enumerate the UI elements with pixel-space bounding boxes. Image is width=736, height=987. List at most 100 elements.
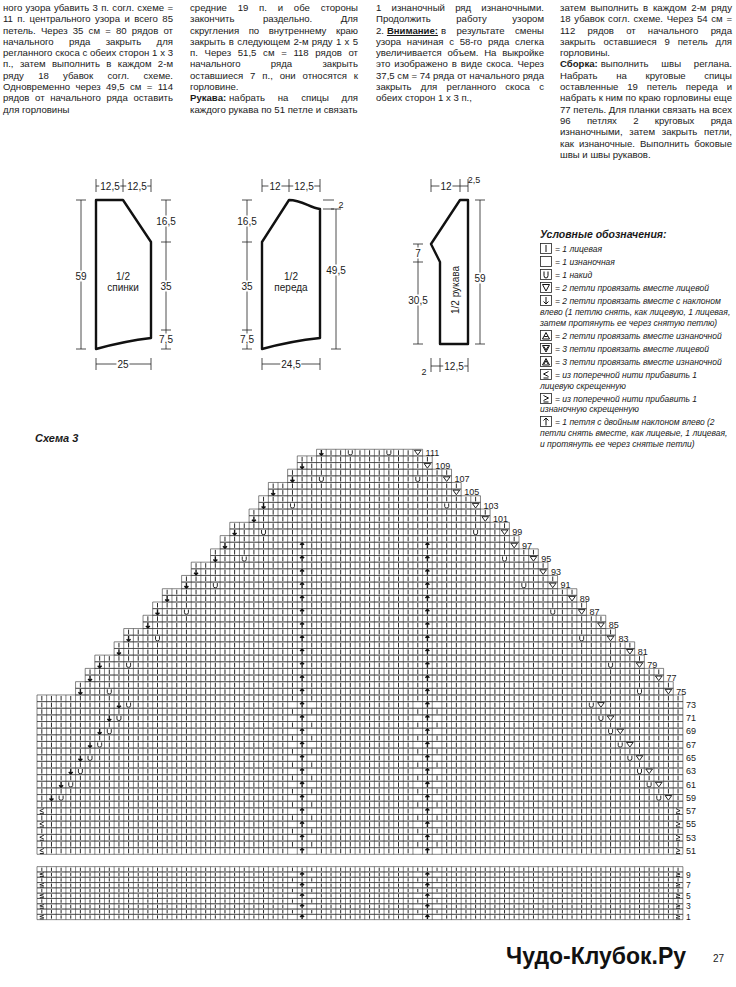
- dim-line: [96, 179, 151, 192]
- knitting-chart: [37, 449, 683, 919]
- row-number: 105: [464, 488, 479, 497]
- row-number: 77: [667, 674, 677, 683]
- legend-text: = из поперечной нити прибавить 1 лицевую…: [540, 370, 697, 391]
- legend-item: = из поперечной нити прибавить 1 лицевую…: [540, 369, 732, 391]
- legend-symbol: [540, 282, 552, 293]
- legend-text: = 2 петли провязать вместе лицевой: [555, 283, 709, 293]
- legend-text: = 2 петли провязать вместе с наклоном вл…: [540, 296, 730, 327]
- body-text: ного узора убавить 3 п. согл. схеме = 11…: [3, 2, 173, 115]
- row-number: 9: [686, 870, 691, 879]
- dimension-lines: [76, 179, 485, 372]
- row-number: 53: [686, 833, 696, 842]
- legend-title: Условные обозначения:: [540, 228, 732, 241]
- legend-symbol: [540, 295, 552, 306]
- text-column: средние 19 п. и обе стороны закончить ра…: [190, 2, 358, 115]
- symbol-glyph: [543, 332, 550, 339]
- dimension: 12,5: [126, 181, 147, 192]
- legend-item: = из поперечной нити прибавить 1 изнаноч…: [540, 393, 732, 415]
- legend-symbol: [540, 256, 552, 267]
- row-number: 65: [686, 754, 696, 763]
- row-number: 101: [493, 515, 508, 524]
- legend-text: = 1 лицевая: [555, 244, 602, 254]
- dimension: 12: [268, 181, 281, 192]
- dimension: 16,5: [155, 216, 176, 227]
- back-piece: [96, 200, 151, 349]
- dimension: 12: [439, 181, 452, 192]
- symbol-cell: [541, 356, 552, 366]
- dimension: 2,5: [467, 175, 482, 186]
- dimension: 7,5: [239, 334, 255, 345]
- symbol-cell: [541, 283, 552, 293]
- dimension: 2: [420, 367, 427, 378]
- row-number: 81: [638, 647, 648, 656]
- symbol-glyph: [544, 395, 549, 402]
- legend-text: = 2 петли провязать вместе изнаночной: [555, 331, 722, 341]
- legend-text: = 1 петля с двойным наклоном влево (2 пе…: [540, 417, 727, 448]
- row-number: 97: [522, 541, 532, 550]
- symbol-cell: [541, 343, 552, 353]
- dimension: 12,5: [443, 361, 464, 372]
- piece-name: 1/2 переда: [267, 271, 315, 293]
- row-number: 71: [686, 714, 696, 723]
- symbol-glyph: [543, 345, 550, 352]
- row-number: 69: [686, 727, 696, 736]
- paragraph: 1 изнаночный ряд изнаночными. Продолжить…: [376, 2, 544, 104]
- dim-line: [262, 179, 320, 192]
- row-number: 87: [589, 607, 599, 616]
- paragraph: Рукава:набрать на спицы для каждого рука…: [190, 92, 358, 115]
- symbol-glyph: [544, 297, 549, 304]
- row-number: 85: [609, 621, 619, 630]
- legend: Условные обозначения: = 1 лицевая = 1 изна…: [540, 228, 732, 451]
- dimension: 2: [337, 200, 344, 211]
- legend-item: = 2 петли провязать вместе с наклоном вл…: [540, 295, 732, 328]
- symbol-cell: [541, 330, 552, 340]
- row-number: 95: [541, 554, 551, 563]
- text-column: ного узора убавить 3 п. согл. схеме = 11…: [3, 2, 173, 115]
- legend-text: = 3 петли провязать вместе изнаночной: [555, 357, 722, 367]
- symbol-glyph: [543, 358, 550, 365]
- symbol-cell: [541, 296, 552, 306]
- paragraph-heading: Сборка:: [560, 58, 598, 69]
- row-number: 91: [561, 581, 571, 590]
- row-number: 83: [618, 634, 628, 643]
- row-number: 3: [686, 902, 691, 911]
- legend-item: = 3 петли провязать вместе изнаночной: [540, 356, 732, 368]
- text-column: затем выполнить в каждом 2-м ряду 18 уба…: [560, 2, 732, 160]
- row-number: 1: [686, 913, 691, 922]
- dimension: 12,5: [293, 181, 314, 192]
- symbol-glyph: [544, 418, 549, 426]
- paragraph-heading: Рукава:: [190, 92, 226, 103]
- legend-text: = 1 накид: [555, 270, 592, 280]
- piece-name: 1/2 рукава: [450, 265, 461, 315]
- paragraph: затем выполнить в каждом 2-м ряду 18 уба…: [560, 2, 732, 58]
- legend-text: = 1 изнаночная: [555, 257, 615, 267]
- row-number: 89: [580, 594, 590, 603]
- legend-text: = из поперечной нити прибавить 1 изнаноч…: [540, 394, 697, 415]
- dim-line: [431, 358, 468, 372]
- symbol-cell: [541, 417, 552, 427]
- paragraph-heading: Внимание:: [387, 25, 438, 36]
- chart-grid: [37, 449, 683, 919]
- row-number: 63: [686, 767, 696, 776]
- chart-arrows: [49, 450, 429, 919]
- dimension: 16,5: [236, 216, 257, 227]
- dimension: 49,5: [325, 265, 346, 276]
- row-number: 7: [686, 881, 691, 890]
- legend-symbol: [540, 243, 552, 254]
- symbol-glyph: [546, 245, 547, 252]
- symbol-cell: [541, 257, 552, 267]
- watermark: Чудо-Клубок.Ру: [506, 943, 686, 970]
- chart-symbols: [40, 450, 680, 919]
- dimension: 25: [116, 359, 129, 370]
- dimension: 7,5: [158, 334, 174, 345]
- body-text: средние 19 п. и обе стороны закончить ра…: [190, 2, 358, 92]
- row-number: 75: [676, 687, 686, 696]
- row-number: 73: [686, 700, 696, 709]
- row-number: 93: [551, 568, 561, 577]
- legend-symbol: [540, 393, 552, 404]
- dimension: 35: [159, 281, 172, 292]
- sleeve-piece: [431, 200, 468, 344]
- body-text: в результате смены узора начиная с 58-го…: [376, 25, 544, 104]
- row-number: 107: [455, 475, 470, 484]
- dimension: 30,5: [407, 295, 428, 306]
